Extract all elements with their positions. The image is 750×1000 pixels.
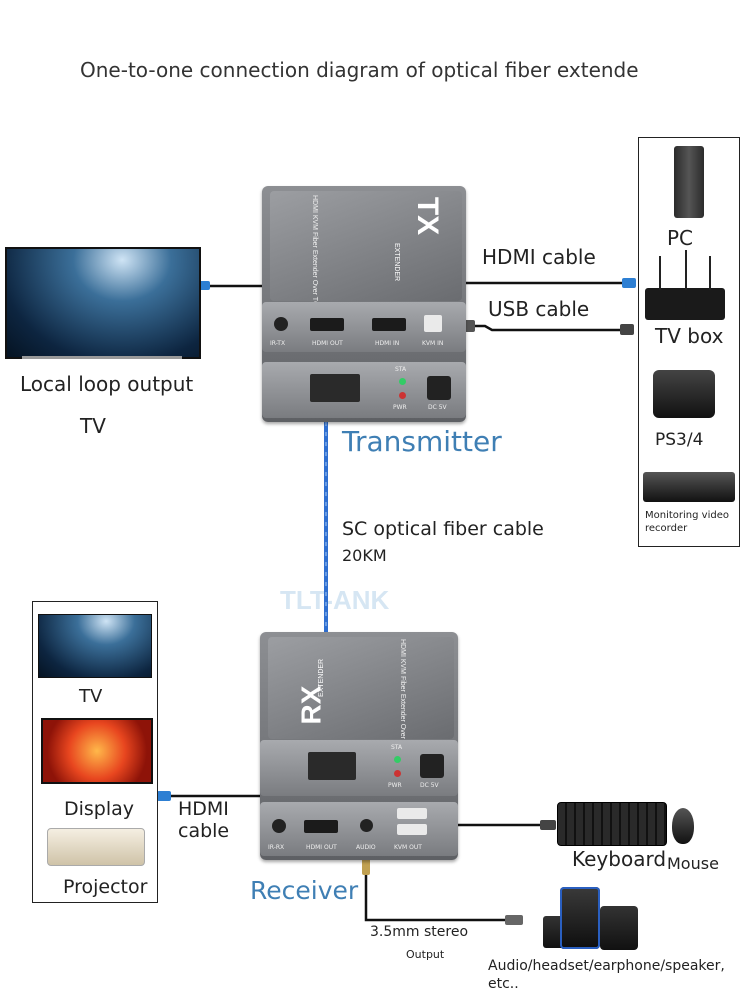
rx-audio-port[interactable] — [360, 819, 373, 832]
subwoofer-icon — [560, 887, 600, 949]
loop-tv-screen — [5, 247, 201, 359]
tv-icon — [38, 614, 152, 678]
audio-cable — [364, 860, 508, 922]
source-devices-box: PC TV box PS3/4 Monitoring video recorde… — [638, 137, 740, 547]
usb-cable-label: USB cable — [488, 297, 590, 321]
hdmi-bottom-label-line1: HDMI — [178, 798, 229, 820]
dc-label: DC 5V — [428, 404, 447, 411]
mouse-icon — [672, 808, 694, 844]
tvbox-antenna-icon-2 — [685, 250, 687, 290]
ir-rx-port[interactable] — [272, 819, 286, 833]
pc-icon — [674, 146, 704, 218]
rx-sta-led — [394, 756, 401, 763]
hdmi-in-port[interactable] — [372, 318, 406, 331]
kvm-in-label: KVM IN — [422, 340, 444, 347]
display-icon — [41, 718, 153, 784]
projector-label: Projector — [63, 876, 148, 898]
keyboard-label: Keyboard — [572, 847, 667, 871]
hdmi-out-label: HDMI OUT — [312, 340, 343, 347]
transmitter-fiber-panel: STA PWR DC 5V — [262, 362, 466, 418]
hdmi-in-label: HDMI IN — [375, 340, 400, 347]
receiver-label: Receiver — [250, 876, 359, 905]
tv-label: TV — [79, 686, 103, 707]
rx-hdmi-out-label: HDMI OUT — [306, 844, 337, 851]
transmitter-label: Transmitter — [342, 425, 502, 458]
fiber-label-line1: SC optical fiber cable — [342, 518, 544, 540]
speaker-left-icon — [543, 916, 565, 948]
sta-label: STA — [395, 366, 407, 373]
loop-label-line1: Local loop output — [20, 372, 194, 396]
tvbox-label: TV box — [655, 324, 724, 348]
usb-cable-source — [465, 324, 630, 332]
rx-pwr-led — [394, 770, 401, 777]
rx-dc-label: DC 5V — [420, 782, 439, 789]
projector-icon — [47, 828, 145, 866]
diagram-title: One-to-one connection diagram of optical… — [80, 58, 639, 82]
rx-sta-label: STA — [391, 744, 403, 751]
watermark: TLT-ANK — [280, 585, 390, 615]
speaker-right-icon — [600, 906, 638, 950]
receiver-badge-sub: EXTENDER — [318, 658, 325, 697]
fiber-label-line2: 20KM — [342, 546, 387, 565]
transmitter-model: HDMI KVM Fiber Extender Over TCP/IP — [311, 195, 318, 320]
rx-audio-label: AUDIO — [356, 844, 376, 851]
ps-icon — [653, 370, 715, 418]
hdmi-out-port[interactable] — [310, 318, 344, 331]
hdmi-bottom-label-line2: cable — [178, 820, 230, 842]
transmitter-badge-sub: EXTENDER — [393, 243, 400, 282]
audio-label-line2: etc.. — [488, 976, 519, 992]
rx-sc-fiber-port[interactable] — [308, 752, 356, 780]
loop-label-line2: TV — [80, 414, 106, 438]
stereo-label-line1: 3.5mm stereo — [370, 924, 469, 940]
recorder-label-line1: Monitoring video — [645, 510, 729, 521]
transmitter-top-panel: TX EXTENDER HDMI KVM Fiber Extender Over… — [270, 191, 462, 319]
tvbox-icon — [645, 288, 725, 320]
receiver-unit: RX EXTENDER HDMI KVM Fiber Extender Over… — [260, 632, 458, 860]
stereo-label-line2: Output — [406, 948, 445, 961]
dc-power-port[interactable] — [427, 376, 451, 400]
loop-tv-stand — [22, 356, 182, 359]
kvm-in-port[interactable] — [424, 315, 442, 332]
pc-label: PC — [667, 226, 694, 250]
recorder-icon — [643, 472, 735, 502]
ir-tx-port[interactable] — [274, 317, 288, 331]
rx-pwr-label: PWR — [388, 782, 402, 789]
pwr-label: PWR — [393, 404, 407, 411]
rx-dc-power-port[interactable] — [420, 754, 444, 778]
transmitter-front-panel: IR-TX HDMI OUT HDMI IN KVM IN — [262, 302, 466, 352]
audio-label-line1: Audio/headset/earphone/speaker, — [488, 958, 725, 974]
tvbox-antenna-icon — [659, 256, 661, 290]
receiver-top-panel: RX EXTENDER HDMI KVM Fiber Extender Over… — [268, 637, 454, 763]
pwr-led — [399, 392, 406, 399]
ir-rx-label: IR-RX — [268, 844, 285, 851]
display-label: Display — [64, 798, 135, 820]
receiver-front-panel: IR-RX HDMI OUT AUDIO KVM OUT — [260, 802, 458, 856]
mouse-label: Mouse — [667, 854, 719, 873]
rx-kvm-out-port-2[interactable] — [397, 824, 427, 835]
transmitter-badge: TX — [411, 196, 445, 236]
ir-tx-label: IR-TX — [270, 340, 286, 347]
keyboard-icon — [557, 802, 667, 846]
rx-hdmi-out-port[interactable] — [304, 820, 338, 833]
recorder-label-line2: recorder — [645, 523, 688, 534]
rx-kvm-out-label: KVM OUT — [394, 844, 422, 851]
transmitter-unit: TX EXTENDER HDMI KVM Fiber Extender Over… — [262, 186, 466, 422]
rx-kvm-out-port-1[interactable] — [397, 808, 427, 819]
hdmi-cable-label: HDMI cable — [482, 245, 596, 269]
sta-led — [399, 378, 406, 385]
receiver-fiber-panel: STA PWR DC 5V — [260, 740, 458, 796]
sc-fiber-port[interactable] — [310, 374, 360, 402]
ps-label: PS3/4 — [655, 430, 704, 450]
tvbox-antenna-icon-3 — [709, 256, 711, 290]
display-devices-box: TV Display Projector — [32, 601, 158, 903]
